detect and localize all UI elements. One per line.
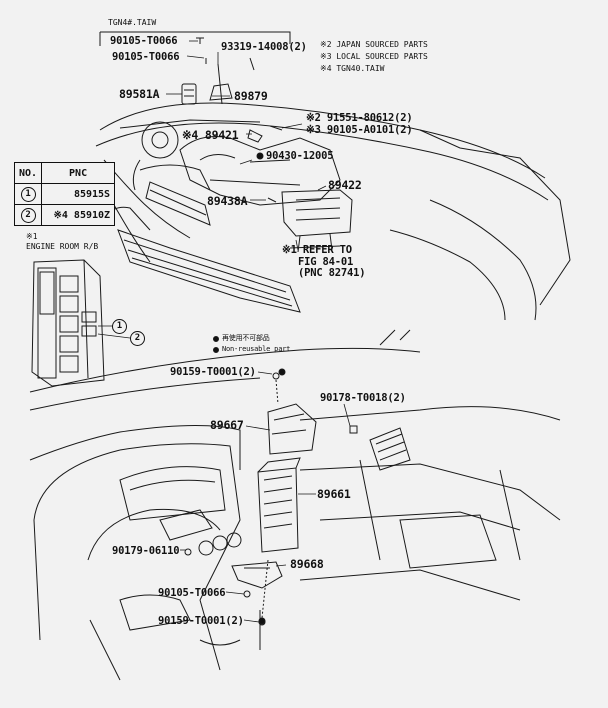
model-code-label: TGN4#.TAIW [108,18,157,27]
non-reusable-dot-1 [213,336,219,342]
callout-1: 1 [112,319,127,334]
relay-parts-top [181,37,283,203]
part-label-89661: 89661 [317,487,351,501]
note-local-sourced: ※3 LOCAL SOURCED PARTS [320,52,428,61]
col-no-header: NO. [13,162,43,184]
col-pnc-header: PNC [41,162,116,184]
row-pnc: ※4 85910Z [41,204,116,226]
callout-2: 2 [130,331,145,346]
part-label-89879: 89879 [234,89,268,103]
refer-line-2: FIG 84-01 [298,256,354,268]
part-label-90105-t0066-bottom: 90105-T0066 [158,587,226,599]
part-label-93319-14008: 93319-14008(2) [221,41,307,53]
part-label-89422: 89422 [328,178,362,192]
header-bracket [99,31,291,46]
note-japan-sourced: ※2 JAPAN SOURCED PARTS [320,40,428,49]
pnc-legend-table: NO. PNC 1 85915S 2 ※4 85910Z [13,162,116,226]
part-label-91551-80612: ※2 91551-80612(2) [306,112,413,124]
engine-room-title: ENGINE ROOM R/B [26,242,99,251]
note-tgn40: ※4 TGN40.TAIW [320,64,385,73]
non-reusable-dot-2 [213,347,219,353]
part-label-90178-t0018: 90178-T0018(2) [320,392,406,404]
bullet-90159-top [278,368,286,376]
part-label-90159-t0001-top: 90159-T0001(2) [170,366,256,378]
part-label-89421: ※4 89421 [182,128,239,142]
engine-room-rb-box [31,259,131,387]
leader-lines-lower [180,371,351,623]
bullet-90430 [256,152,264,160]
part-label-89667: 89667 [210,418,244,432]
row-pnc: 85915S [41,183,116,205]
part-label-90105-a0101: ※3 90105-A0101(2) [306,124,413,136]
non-reusable-jp: 再使用不可部品 [222,334,270,342]
dashboard-sketch [29,329,561,681]
part-label-89438a: 89438A [207,194,248,208]
pnc-legend-header: NO. PNC [13,162,116,184]
part-label-90430-12005: 90430-12005 [266,150,334,162]
row-number-badge: 2 [20,207,36,223]
part-label-89668: 89668 [290,557,324,571]
part-label-90159-t0001-bottom: 90159-T0001(2) [158,615,244,627]
refer-line-3: (PNC 82741) [298,267,366,279]
engine-room-mark: ※1 [26,232,38,241]
leader-lines-upper [166,40,327,251]
pnc-legend-row: 1 85915S [13,183,116,205]
part-label-90179-06110: 90179-06110 [112,545,180,557]
row-number-badge: 1 [20,186,36,202]
refer-line-1: ※1 REFER TO [282,244,352,256]
part-label-89581a: 89581A [119,87,160,101]
pnc-legend-row: 2 ※4 85910Z [13,204,116,226]
bullet-90159-bottom [258,617,266,625]
part-label-90105-t0066-top: 90105-T0066 [110,35,178,47]
part-label-90105-t0066-mid: 90105-T0066 [112,51,180,63]
non-reusable-en: Non-reusable part [222,345,291,353]
